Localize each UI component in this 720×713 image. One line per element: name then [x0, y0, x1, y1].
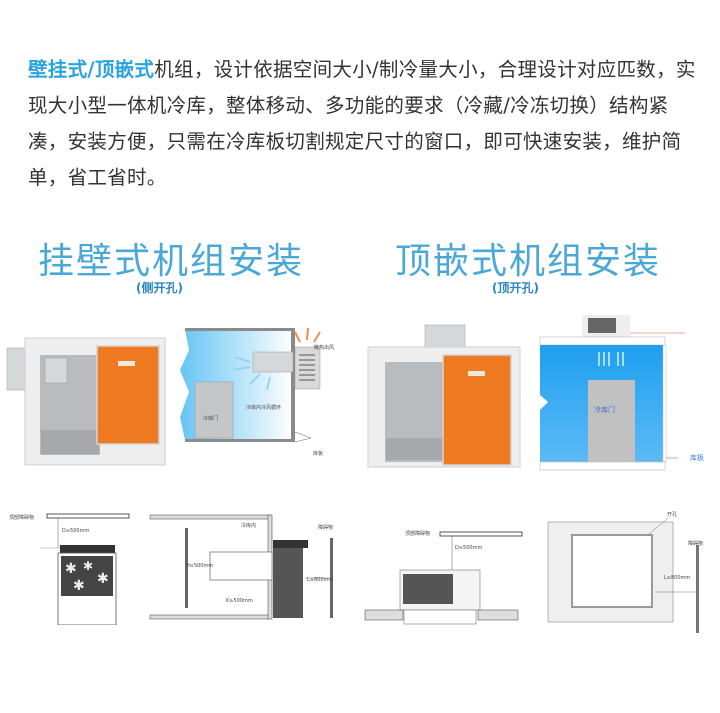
label-cold-air: 冷库内冷风循环: [246, 405, 282, 411]
wall-unit-coldroom-photo: [6, 337, 166, 466]
label-top-obstacle-top: 顶部障碍物: [405, 531, 431, 537]
top-unit-schematic: [539, 315, 685, 471]
label-h-clearance: H≥500mm: [186, 563, 214, 569]
svg-text:✱: ✱: [83, 559, 93, 573]
label-d-clearance-wall: D≥500mm: [62, 528, 90, 534]
wall-unit-schematic: [180, 327, 321, 443]
label-opening: 开孔: [667, 512, 678, 518]
label-panel-wall: 库板: [313, 451, 324, 457]
label-k-clearance: K≥500mm: [226, 598, 253, 604]
label-obstacle-top: 障碍物: [688, 541, 704, 547]
top-unit-coldroom-photo: [367, 324, 521, 468]
wall-unit-top-plan: [149, 514, 333, 620]
label-d-clearance-top: D≥500mm: [455, 545, 483, 551]
wall-unit-front-elevation: ✱ ✱ ✱ ✱: [40, 513, 130, 625]
section-title-wall: 挂壁式机组安装: [38, 241, 305, 282]
intro-paragraph: 壁挂式/顶嵌式机组，设计依据空间大小/制冷量大小，合理设计对应匹数，实现大小型一…: [28, 52, 698, 196]
label-panel-top: 库板: [690, 454, 704, 462]
svg-text:✱: ✱: [73, 578, 85, 594]
intro-highlight: 壁挂式/顶嵌式: [28, 58, 155, 81]
label-l-clearance-wall: L≥800mm: [307, 577, 334, 583]
top-unit-top-plan: [547, 517, 699, 633]
svg-text:✱: ✱: [97, 571, 109, 587]
intro-text: 机组，设计依据空间大小/制冷量大小，合理设计对应匹数，实现大小型一体机冷库，整体…: [28, 58, 696, 189]
label-l-clearance-top: L≥800mm: [664, 575, 691, 581]
label-top-obstacle-wall: 顶部障碍物: [9, 515, 35, 521]
section-subtitle-wall: (侧开孔): [136, 281, 183, 295]
svg-text:✱: ✱: [65, 561, 77, 577]
label-door-top: 冷库门: [594, 406, 615, 414]
top-unit-side-elevation: [364, 531, 523, 625]
label-obstacle-wall: 障碍物: [318, 525, 334, 531]
section-title-top: 顶嵌式机组安装: [395, 241, 662, 282]
label-exhaust: 散热出风: [314, 345, 335, 351]
section-subtitle-top: (顶开孔): [492, 281, 539, 295]
label-door-wall: 冷库门: [203, 416, 219, 422]
label-inside: 冷库内: [241, 523, 257, 529]
